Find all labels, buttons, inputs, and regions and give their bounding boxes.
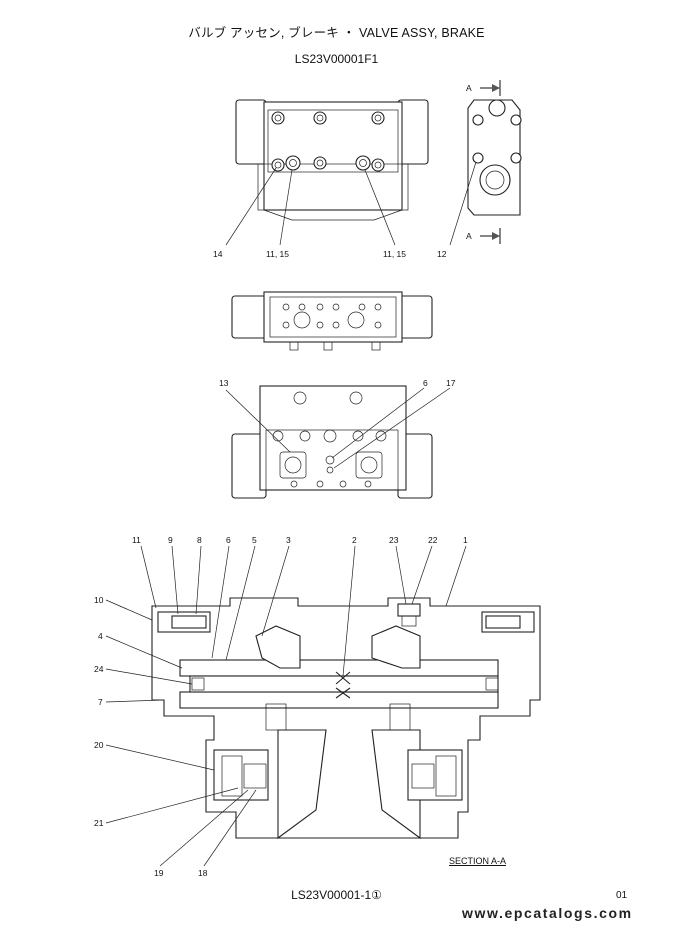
callout-6: 6 — [226, 535, 231, 545]
callout-21: 21 — [94, 818, 104, 828]
callout-18: 18 — [198, 868, 208, 878]
callout-3: 3 — [286, 535, 291, 545]
arrow-label-top: A — [466, 83, 472, 93]
callout-11-15-left: 11, 15 — [266, 249, 289, 259]
callout-10: 10 — [94, 595, 104, 605]
callout-20: 20 — [94, 740, 104, 750]
page-number: 01 — [616, 890, 628, 901]
side-view — [449, 80, 522, 246]
section-leaders — [105, 545, 467, 867]
drawing-code-top: LS23V00001F1 — [294, 52, 379, 66]
callout-5: 5 — [252, 535, 257, 545]
drawing-code-bottom: LS23V00001-1① — [291, 888, 382, 902]
callout-2: 2 — [352, 535, 357, 545]
callout-23: 23 — [389, 535, 399, 545]
callout-1: 1 — [463, 535, 468, 545]
callout-7: 7 — [98, 697, 103, 707]
callout-11-15-right: 11, 15 — [383, 249, 406, 259]
callout-22: 22 — [428, 535, 438, 545]
callout-19: 19 — [154, 868, 164, 878]
section-label: SECTION A-A — [449, 856, 507, 866]
callout-11: 11 — [132, 535, 141, 545]
callout-24: 24 — [94, 664, 104, 674]
callout-labels: 14 11, 15 11, 15 12 A A 13 6 17 11 9 8 6… — [94, 83, 472, 878]
front-view — [231, 291, 433, 351]
arrow-label-bottom: A — [466, 231, 472, 241]
callout-13: 13 — [219, 378, 229, 388]
section-view — [151, 597, 541, 840]
callout-9: 9 — [168, 535, 173, 545]
watermark: www.epcatalogs.com — [462, 905, 633, 921]
callout-6-mid: 6 — [423, 378, 428, 388]
callout-8: 8 — [197, 535, 202, 545]
callout-14: 14 — [213, 249, 223, 259]
bottom-view — [225, 385, 451, 499]
callout-17: 17 — [446, 378, 456, 388]
callout-4: 4 — [98, 631, 103, 641]
callout-12: 12 — [437, 249, 447, 259]
top-view — [225, 99, 429, 246]
diagram-title: バルブ アッセン, ブレーキ ・ VALVE ASSY, BRAKE — [188, 26, 485, 40]
